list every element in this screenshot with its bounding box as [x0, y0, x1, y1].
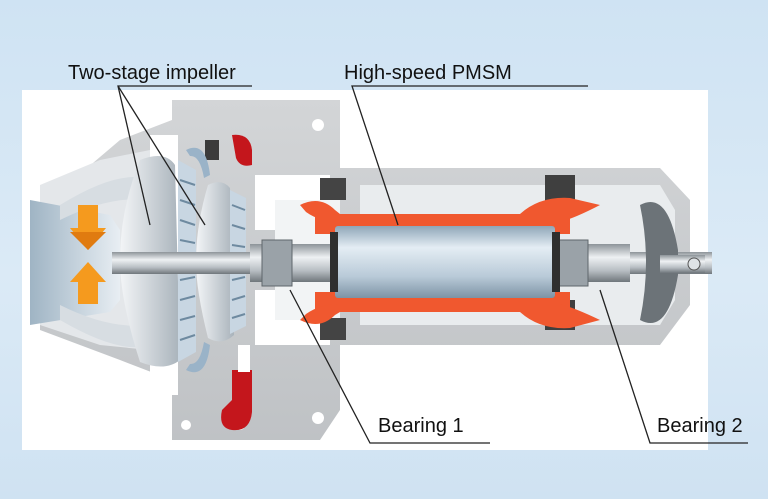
volute-channel	[221, 134, 252, 431]
label-bearing-2: Bearing 2	[657, 415, 743, 437]
pmsm-motor	[300, 197, 600, 329]
label-high-speed-pmsm: High-speed PMSM	[344, 62, 512, 84]
label-two-stage-impeller: Two-stage impeller	[68, 62, 236, 84]
end-cap	[640, 202, 705, 323]
bearing-1	[261, 239, 293, 287]
flow-arrow-icon	[70, 205, 106, 304]
leader-lines	[117, 85, 748, 444]
label-bearing-1: Bearing 1	[378, 415, 464, 437]
motor-rotor	[335, 226, 555, 298]
bearing-2	[557, 239, 589, 287]
